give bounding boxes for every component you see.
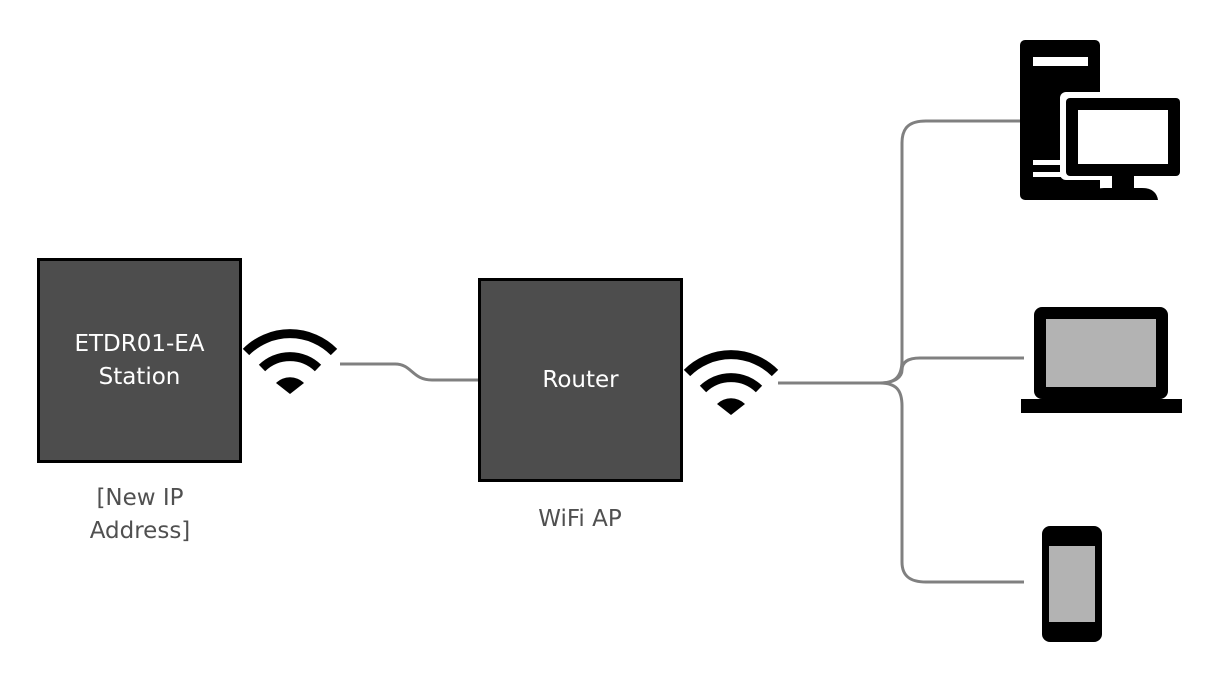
wifi-icon: [242, 329, 338, 394]
smartphone-icon: [1042, 526, 1102, 642]
router-caption: WiFi AP: [538, 506, 622, 532]
connector-branch-desktop: [879, 119, 1024, 385]
station-box: ETDR01-EA Station: [37, 258, 242, 463]
desktop-computer-icon: [1020, 40, 1186, 200]
station-caption: [New IP Address]: [89, 485, 191, 544]
router-label: Router: [542, 366, 619, 393]
connector-branch-laptop: [879, 356, 1024, 385]
connector-station-router: [340, 362, 480, 382]
connector-branch-phone: [879, 381, 1024, 584]
router-box: Router: [478, 278, 683, 482]
wifi-icon: [683, 350, 779, 415]
laptop-icon: [1021, 307, 1182, 413]
station-label: ETDR01-EA Station: [74, 330, 205, 390]
